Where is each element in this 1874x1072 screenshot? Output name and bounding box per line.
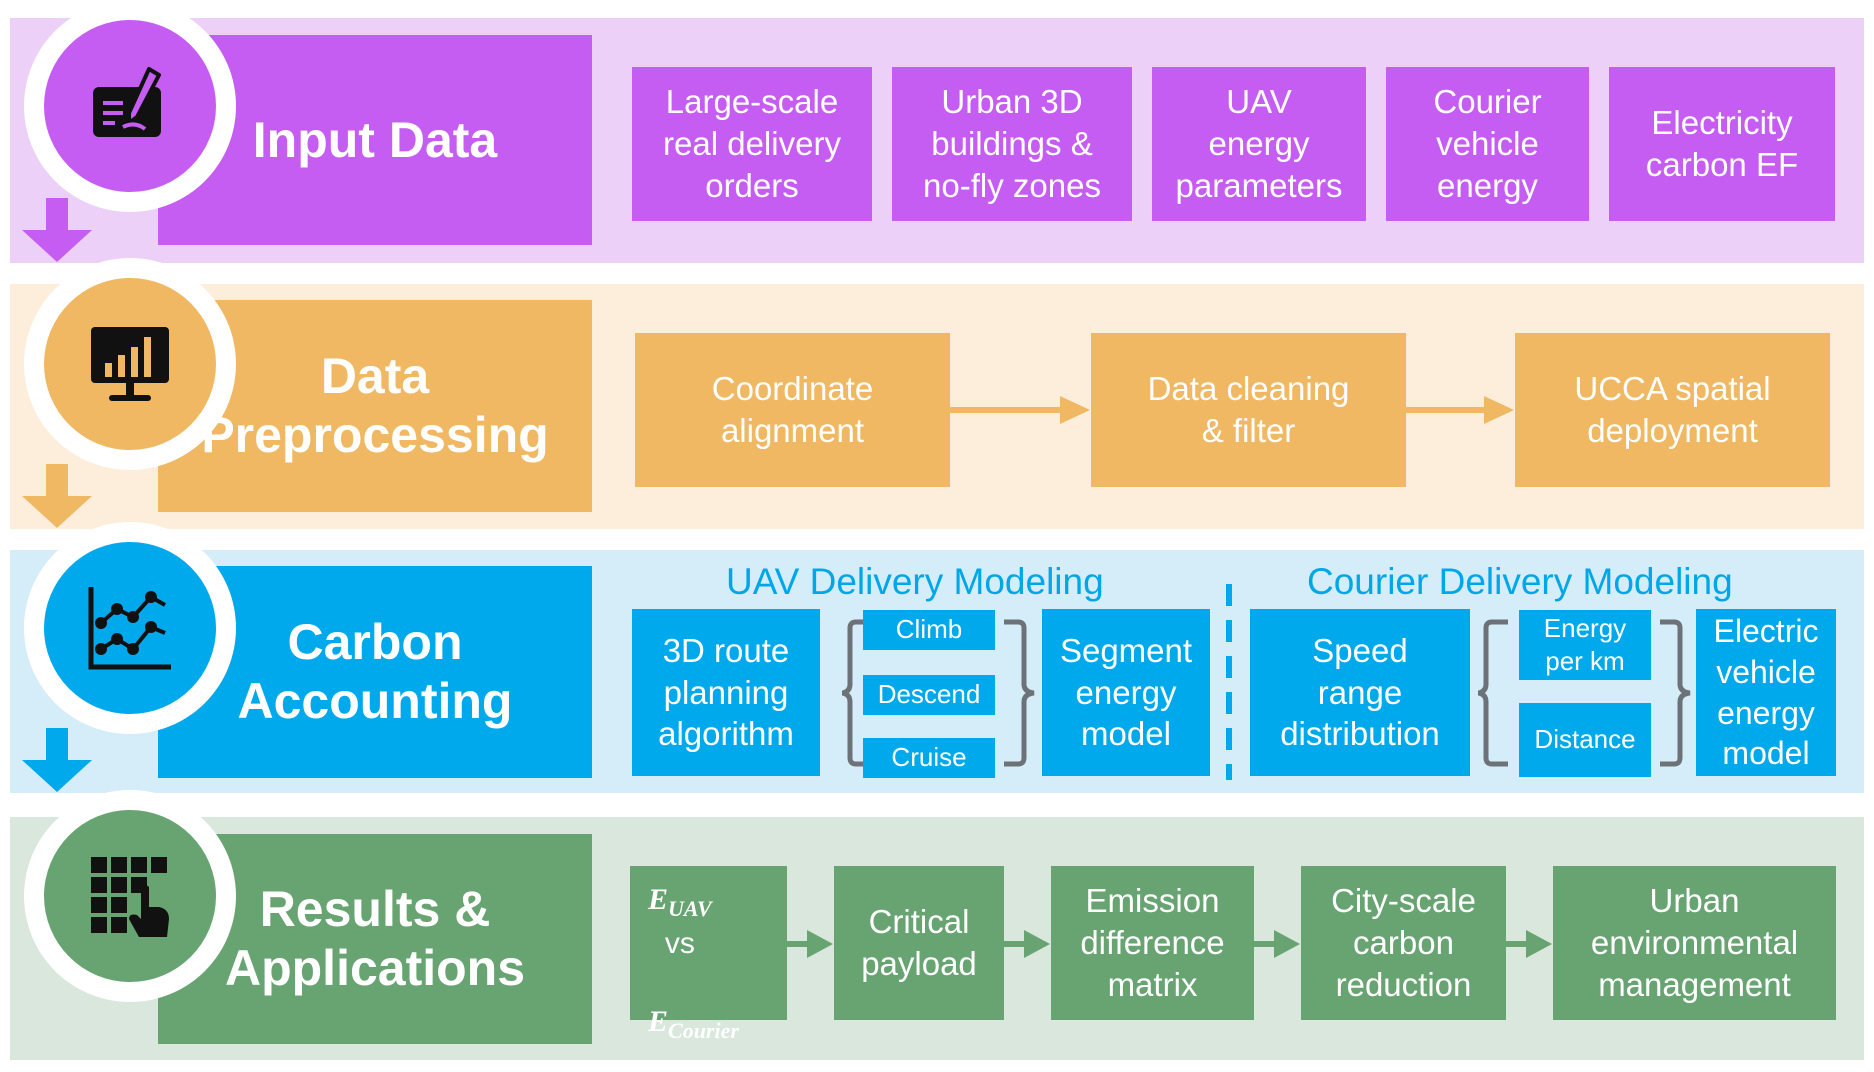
input-box-electricity-ef: Electricity carbon EF — [1609, 67, 1835, 221]
emission-difference-matrix-box: Emission difference matrix — [1051, 866, 1254, 1020]
e-uav-vs-e-courier-box: EUAV vs ECourier — [630, 866, 787, 1043]
electric-vehicle-energy-model-box: Electric vehicle energy model — [1696, 609, 1836, 776]
input-box-uav-energy: UAV energy parameters — [1152, 67, 1366, 221]
arrow-cleaning-to-ucca — [1406, 396, 1514, 424]
urban-environmental-management-box: Urban environmental management — [1553, 866, 1836, 1020]
arrow-compare-to-payload — [787, 930, 833, 958]
e-courier-line: ECourier — [648, 963, 739, 1046]
input-box-buildings: Urban 3D buildings & no-fly zones — [892, 67, 1132, 221]
courier-modeling-heading: Courier Delivery Modeling — [1307, 561, 1733, 602]
critical-payload-box: Critical payload — [834, 866, 1004, 1020]
section-divider — [1226, 584, 1232, 780]
uav-subscript: UAV — [668, 895, 712, 921]
arrow-payload-to-matrix — [1004, 930, 1050, 958]
e-symbol-uav: E — [648, 882, 669, 916]
city-scale-carbon-reduction-box: City-scale carbon reduction — [1301, 866, 1506, 1020]
pen-writing-icon — [93, 67, 161, 137]
phase-cruise-box: Cruise — [863, 738, 995, 778]
input-data-icon-circle — [24, 0, 236, 212]
bar-chart-monitor-icon — [91, 327, 169, 401]
courier-right-brace — [1660, 619, 1691, 767]
input-box-courier-energy: Courier vehicle energy — [1386, 67, 1589, 221]
results-icon-circle — [24, 790, 236, 1002]
line-chart-icon — [88, 587, 171, 670]
uav-modeling-heading: UAV Delivery Modeling — [726, 561, 1104, 602]
distance-box: Distance — [1519, 703, 1651, 777]
preprocess-box-cleaning: Data cleaning & filter — [1091, 333, 1406, 487]
phase-climb-box: Climb — [863, 610, 995, 650]
vs-label: vs — [664, 926, 695, 960]
uav-left-brace — [842, 619, 872, 767]
down-arrow-1-icon — [22, 198, 92, 262]
down-arrow-3-icon — [22, 728, 92, 792]
arrow-matrix-to-reduction — [1254, 930, 1300, 958]
arrow-coordinate-to-cleaning — [950, 396, 1090, 424]
carbon-accounting-title: Carbon Accounting — [158, 566, 592, 778]
segment-energy-model-box: Segment energy model — [1042, 609, 1210, 776]
speed-range-distribution-box: Speed range distribution — [1250, 609, 1470, 776]
phase-descend-box: Descend — [863, 675, 995, 715]
preprocessing-icon-circle — [24, 258, 236, 470]
energy-per-km-box: Energy per km — [1519, 610, 1651, 680]
uav-route-planning-box: 3D route planning algorithm — [632, 609, 820, 776]
preprocess-box-ucca: UCCA spatial deployment — [1515, 333, 1830, 487]
courier-subscript: Courier — [668, 1017, 739, 1043]
preprocess-box-coordinate: Coordinate alignment — [635, 333, 950, 487]
input-box-orders: Large-scale real delivery orders — [632, 67, 872, 221]
courier-left-brace — [1478, 619, 1508, 767]
down-arrow-2-icon — [22, 464, 92, 528]
e-symbol-courier: E — [648, 1004, 669, 1038]
carbon-accounting-icon-circle — [24, 522, 236, 734]
grid-touch-icon — [91, 857, 169, 937]
uav-right-brace — [1004, 619, 1035, 767]
arrow-reduction-to-management — [1506, 930, 1552, 958]
e-uav-line: EUAV vs — [648, 841, 712, 963]
